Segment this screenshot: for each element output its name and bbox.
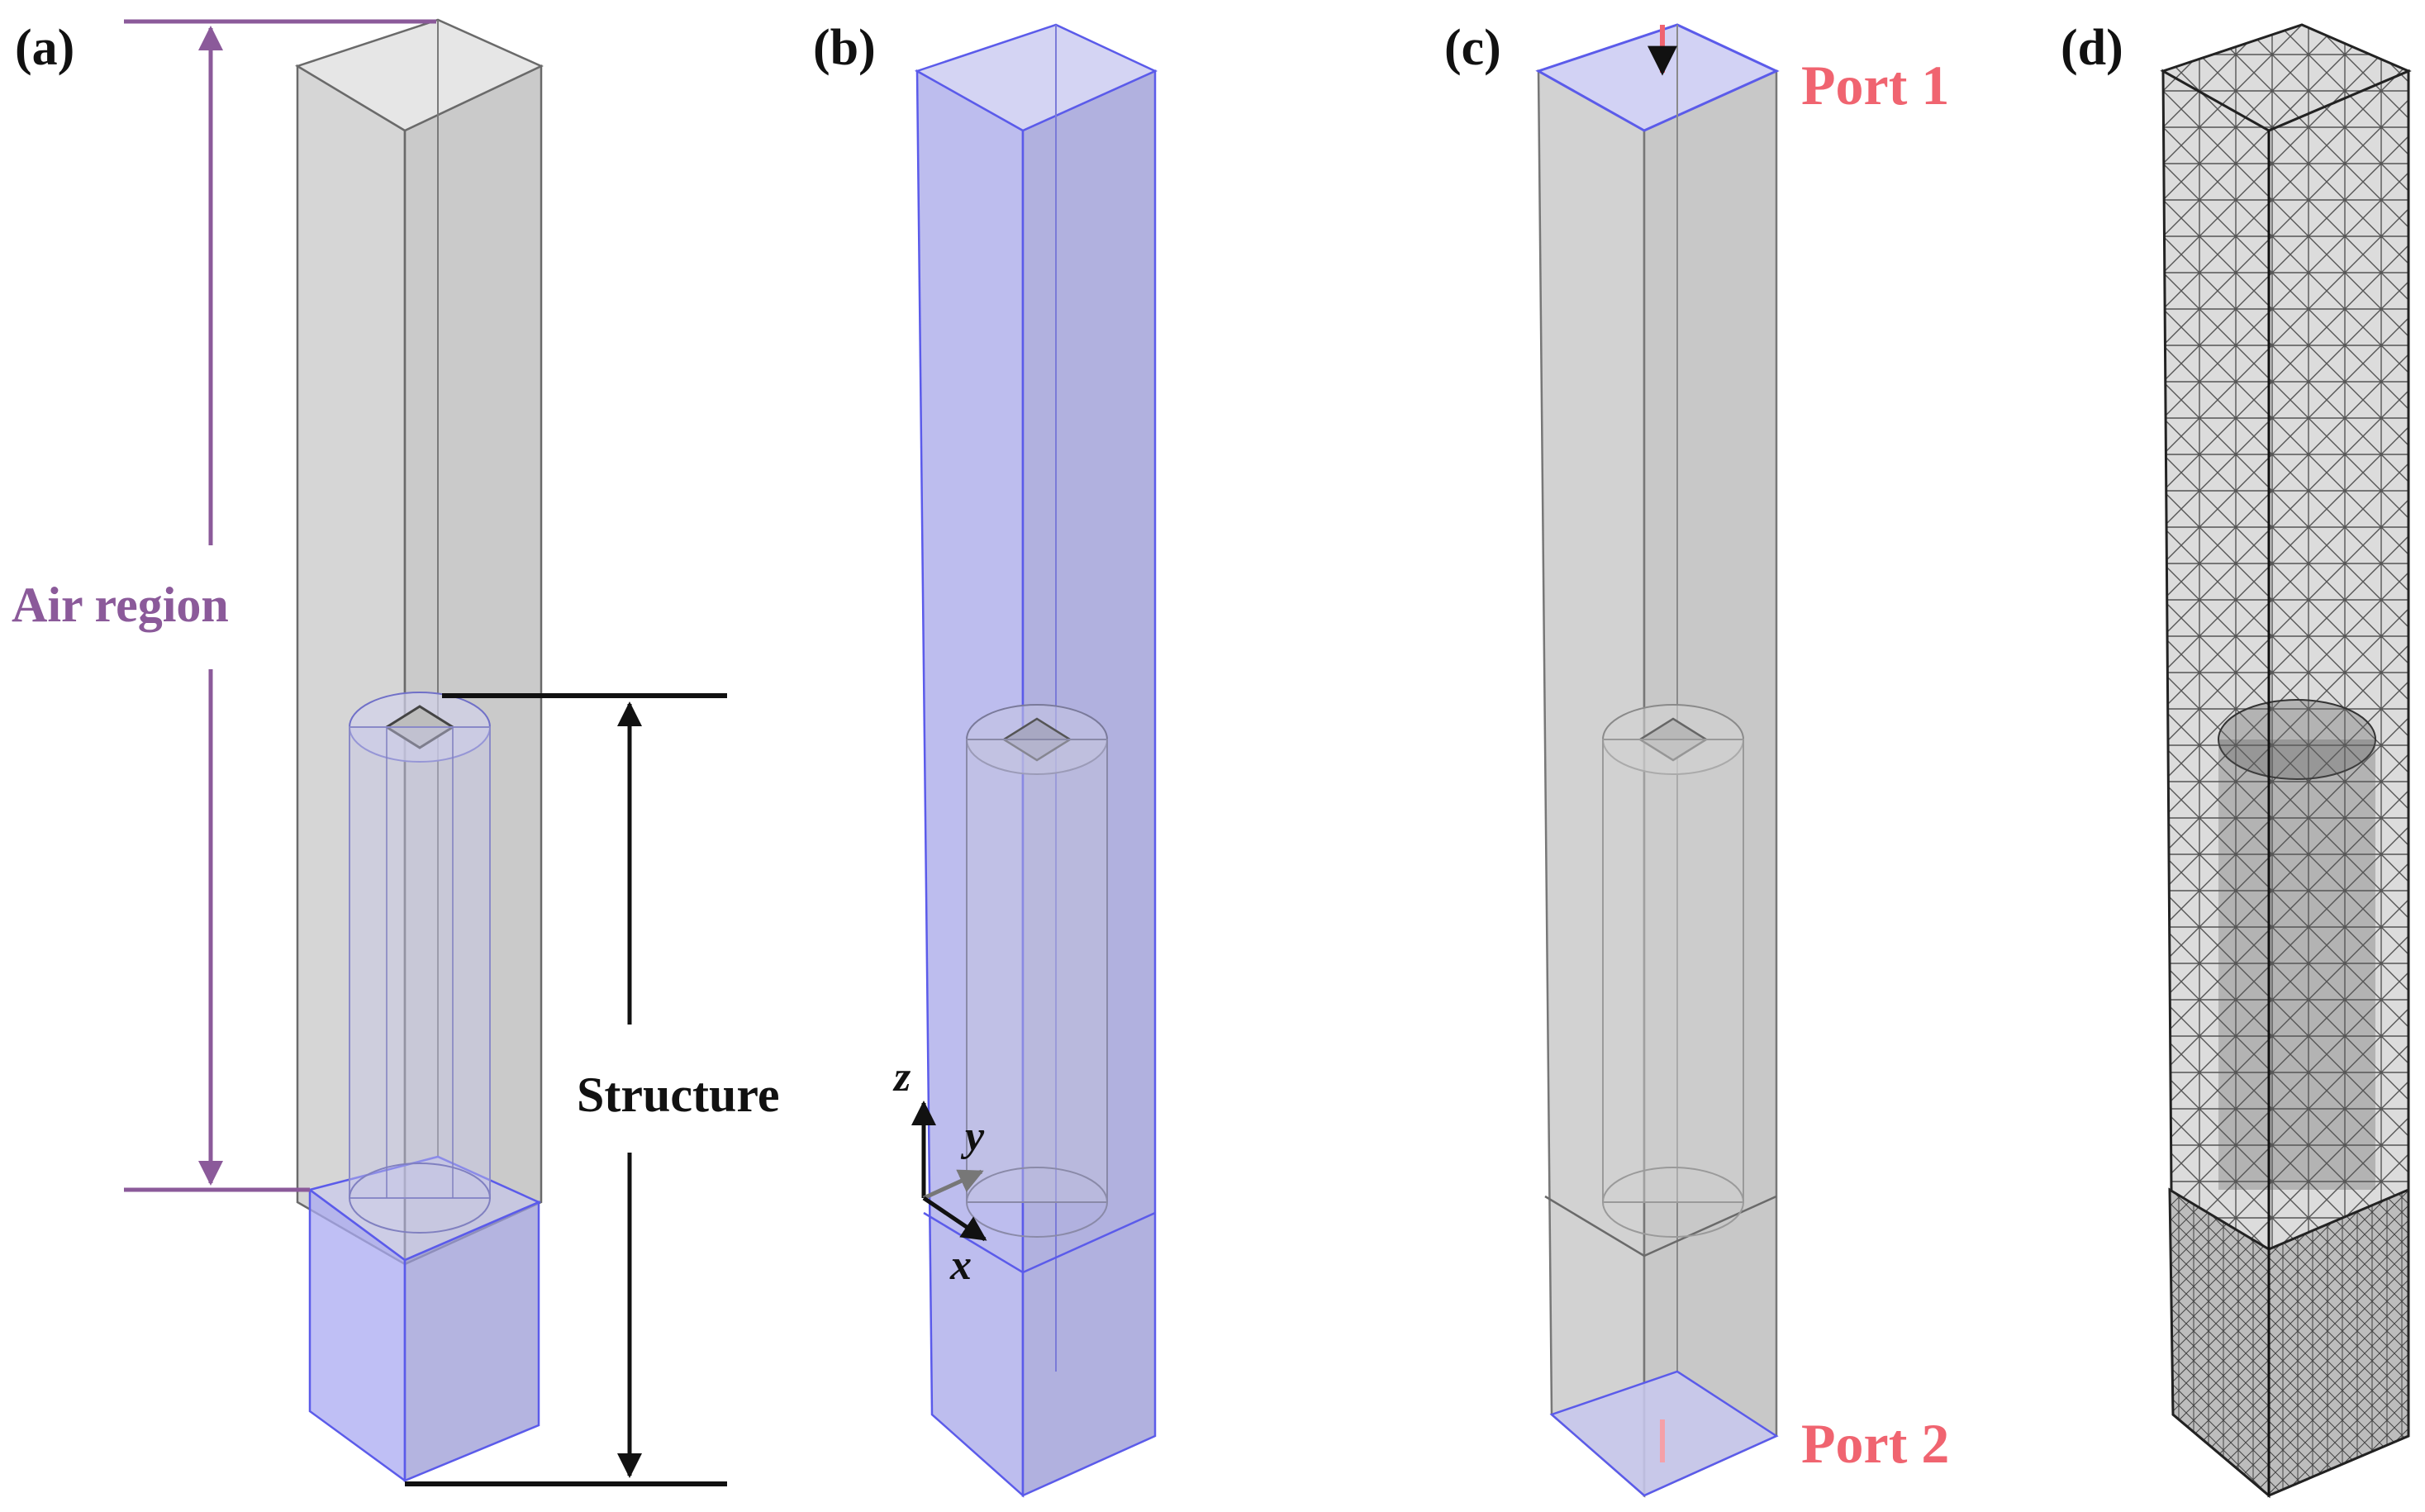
axis-x-arrow <box>922 1196 987 1242</box>
domain-top-face <box>914 23 1158 132</box>
axis-z-label: z <box>892 1053 911 1101</box>
domain-lower-section-edge <box>1544 1195 1777 1258</box>
port2-label: Port 2 <box>1801 1412 1949 1475</box>
port1-top-face <box>1535 23 1780 132</box>
port1-label: Port 1 <box>1801 54 1949 116</box>
panel-a: (a) Air region Structure <box>12 18 780 1486</box>
cylinder-bottom-outer <box>349 1163 491 1234</box>
mesh-cylinder-top <box>2218 699 2376 780</box>
cylinder-body <box>349 726 491 1199</box>
panel-label-b: (b) <box>813 20 876 76</box>
structure-block-top-face <box>307 1155 542 1262</box>
structure-label: Structure <box>577 1067 780 1122</box>
axis-x-label: x <box>949 1242 972 1289</box>
panel-c: (c) Port 1 Port 2 <box>1444 20 1949 1498</box>
panel-label-a: (a) <box>15 20 74 76</box>
domain-lower-section-edge <box>923 1211 1156 1274</box>
panel-d: (d) <box>2061 20 2412 1499</box>
cylinder-bottom-outer <box>966 1167 1108 1238</box>
air-region-label: Air region <box>12 578 229 632</box>
cylinder-body <box>1602 739 1744 1203</box>
mesh-cylinder-body <box>2218 739 2375 1190</box>
cylinder-bottom-outer <box>1602 1167 1744 1238</box>
cylinder-body <box>966 739 1108 1203</box>
air-column-top-face <box>295 18 544 132</box>
axis-y-arrow <box>922 1169 984 1201</box>
panel-b: (b) z y x <box>813 20 1158 1498</box>
panel-label-d: (d) <box>2061 20 2123 76</box>
panel-label-c: (c) <box>1444 20 1501 76</box>
mesh-top-face <box>2160 23 2412 132</box>
